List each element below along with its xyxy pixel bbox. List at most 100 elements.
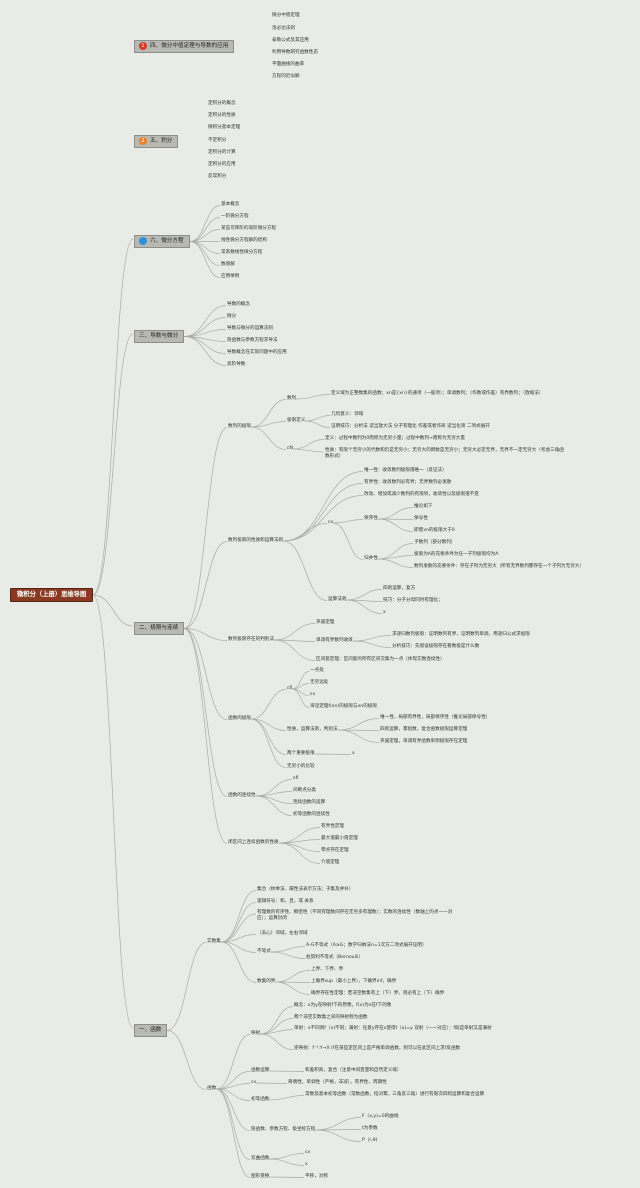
subtopic[interactable]: εδ [287,686,293,691]
leaf[interactable]: 洛必达法则 [272,26,295,31]
leaf[interactable]: 逆映射：f⁻¹:Y→X (f在某些定区间上是严格单调函数，则可以在此区间上求f反… [294,1046,461,1051]
leaf[interactable]: 介值定理 [321,860,340,865]
leaf[interactable]: 无穷小的比较 [287,764,315,769]
leaf[interactable]: 有界性：收敛数列必有界；无界数列必发散 [364,480,452,485]
subtopic[interactable]: 两个重要极限 [287,751,315,756]
leaf[interactable]: 隐函数与参数方程求导法 [227,338,278,343]
subtopic[interactable]: 性质，运算法则，判别法 [287,727,338,732]
leaf[interactable]: 平面曲线的曲率 [272,62,305,67]
branch-ch6[interactable]: 六、微分方程 [134,235,190,248]
leaf[interactable]: 概念：x为y在映射f下的原像，f(x)为x在f下的像 [294,1003,392,1008]
subtopic[interactable]: 隐函数、参数方程、极坐标方程 [251,1127,316,1132]
leaf[interactable]: 有理数的有序性、稠密性（不同有理数间存在无穷多有理数）；实数的连续性（数轴上的点… [257,910,453,921]
leaf[interactable]: 微分中值定理 [272,13,300,18]
leaf[interactable]: 即使xn的极限大于0 [414,528,455,533]
leaf[interactable]: 改动、增加或减少数列的有限项，收敛性以及极限值不变 [364,492,479,497]
subtopic[interactable]: 保序性 [364,516,378,521]
topic-limit-criteria[interactable]: 数列极限存在的判别法 [228,637,274,642]
leaf[interactable]: 确界存在性定理：若非空数集有上（下）界，则必有上（下）确界 [311,991,445,996]
leaf[interactable]: 极限为A的充要条件为任一子列极限均为A [414,552,499,557]
leaf[interactable]: 导数的概念 [227,302,250,307]
branch-ch2[interactable]: 二、极限与连续 [134,622,185,635]
leaf[interactable]: 微分 [227,314,237,319]
leaf[interactable]: P（r,θ) [362,1138,378,1143]
subtopic[interactable]: cv [328,520,334,525]
leaf[interactable]: 导数与微分的运算法则 [227,326,273,331]
leaf[interactable]: 常数及基本初等函数（常数函数，指对幂，三角反三角）进行有限次四则运算和复合运算 [305,1092,485,1097]
topic-function[interactable]: 函数 [207,1086,217,1091]
leaf[interactable]: 常系数线性微分方程 [221,250,263,255]
leaf[interactable]: 零点存在定理 [321,848,349,853]
subtopic[interactable]: 数集的界 [257,979,276,984]
subtopic[interactable]: 归并性 [364,556,378,561]
leaf[interactable]: 一阶微分方程 [221,214,249,219]
subtopic[interactable]: 映射 [251,1031,261,1036]
leaf[interactable]: x [305,1162,308,1167]
leaf[interactable]: 夹逼定理 [316,620,335,625]
leaf[interactable]: 保号性 [414,516,428,521]
leaf[interactable]: 利用导数研究函数性态 [272,50,318,55]
leaf[interactable]: 技巧：分子分母同时有理化； [383,598,443,603]
leaf[interactable]: 四则运算，幂指数，复合函数极限运算定理 [380,727,468,732]
leaf[interactable]: 奇偶性，单调性（严格，非减），有界性，周期性 [288,1080,387,1085]
leaf[interactable]: εδ [293,776,299,781]
leaf[interactable]: 最大值最小值定理 [321,836,358,841]
leaf[interactable]: A-G不等式（A≥G；数学归纳法n=1次方二项式展开证明） [306,943,427,948]
subtopic[interactable]: 运算法则 [328,597,347,602]
subtopic[interactable]: 不等式 [257,949,271,954]
leaf[interactable]: 定积分的概念 [208,101,236,106]
leaf[interactable]: 定义：过程中数列为0而称为无穷小量；过程中数列→而称为无穷大量 [325,436,465,441]
leaf[interactable]: 数值解 [221,262,235,267]
leaf[interactable]: 唯一性，局部有界性，局部保序性（推论局部保号性） [380,715,491,720]
leaf[interactable]: 上界、下界、界 [311,967,344,972]
leaf[interactable]: 海涅定理f(xn)的极限与xn的极限 [310,704,377,709]
leaf[interactable]: x [383,610,386,615]
leaf[interactable]: 线性微分方程解的结构 [221,238,267,243]
subtopic[interactable]: εN [287,446,293,451]
leaf[interactable]: 应用举例 [221,274,240,279]
leaf[interactable]: 有界性定理 [321,824,344,829]
leaf[interactable]: 夹逼定理，单调有界函数单侧极限存在定理 [380,739,468,744]
leaf[interactable]: x [352,751,355,756]
leaf[interactable]: 逻辑符号：和，且，或 关系 [257,899,314,904]
leaf[interactable]: （去心）邻域，左右邻域 [257,931,308,936]
subtopic[interactable]: 数列 [287,396,297,401]
leaf[interactable]: 某些可降阶的高阶微分方程 [221,226,277,231]
leaf[interactable]: 求递归数列极限：证明数列有界，证明数列单调，用递归公式求极限 [392,632,530,637]
leaf[interactable]: 方程的近似解 [272,74,300,79]
topic-closed-interval[interactable]: 闭区间上连续函数的性质 [228,840,279,845]
subtopic[interactable]: 初等函数 [251,1097,270,1102]
branch-ch1[interactable]: 一、函数 [134,1024,168,1037]
leaf[interactable]: 平移，对称 [305,1174,328,1179]
topic-real-numbers[interactable]: 实数集 [207,939,221,944]
leaf[interactable]: 无穷远处 [310,680,329,685]
leaf[interactable]: 微积分基本定理 [208,125,241,130]
leaf[interactable]: 集合（枚举法、属性法表示方法；子集及并补） [257,887,354,892]
leaf[interactable]: 连续函数的运算 [293,800,326,805]
leaf[interactable]: 基本概念 [221,202,240,207]
leaf[interactable]: 性质：有限个无穷小的代数和仍是无穷小；无穷大的倒数是无穷小；无穷大必定无界，无界… [325,448,564,459]
leaf[interactable]: 一点处 [310,668,324,673]
leaf[interactable]: 间断点分类 [293,788,316,793]
leaf[interactable]: 数列发散的充要条件：存在子列为无穷大（所有无界数列都存在一个子列为无穷大） [414,564,584,569]
leaf[interactable]: 区间套定理：区间套的所有区间交集为一点（体现实数连续性） [316,657,445,662]
leaf[interactable]: 初等函数的连续性 [293,812,330,817]
root-node[interactable]: 微积分（上册）思维导图 [10,588,94,602]
leaf[interactable]: 四则运算，复方 [383,586,416,591]
leaf[interactable]: 泰勒公式及其应用 [272,38,309,43]
topic-sequence-properties[interactable]: 数列极限的性质和运算法则 [228,538,284,543]
leaf[interactable]: 定积分的性质 [208,113,236,118]
leaf[interactable]: 和差积商，复合（注意中间变量和自然定义域） [305,1068,402,1073]
leaf[interactable]: 几何意义：邻域 [331,412,364,417]
leaf[interactable]: 伯努利不等式（Bernoulli） [306,955,363,960]
leaf[interactable]: 定义域为正整数集的函数；xn是{xn}的通项（一般项）；单调数列；（作数或作差）… [331,391,544,396]
leaf[interactable]: t为参数 [362,1126,378,1131]
leaf[interactable]: 分析技巧：先假设极限存在看数极是什么数 [392,644,480,649]
subtopic[interactable]: 极限定义 [287,418,306,423]
leaf[interactable]: εx [310,692,316,697]
leaf[interactable]: 单射：x不同则f（x)不同；满射：任意y存在x使得f（x)=y 双射（一一对应）… [294,1026,492,1031]
topic-sequence-limit[interactable]: 数列的极限 [228,424,251,429]
leaf[interactable]: 导数概念在实际问题中的应用 [227,350,287,355]
leaf[interactable]: 定积分的计算 [208,150,236,155]
